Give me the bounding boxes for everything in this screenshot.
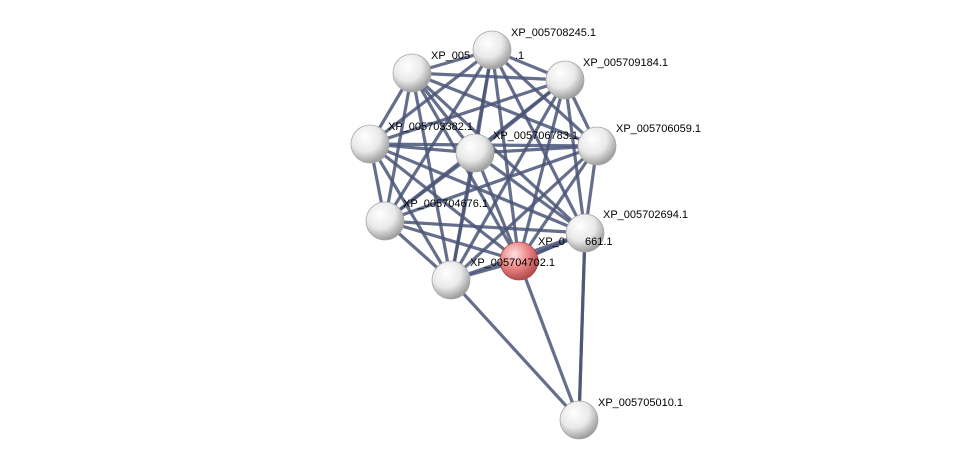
- node-n_676[interactable]: [365, 201, 405, 241]
- node-n_702[interactable]: [499, 241, 539, 281]
- node-n_010[interactable]: [559, 400, 599, 440]
- edge-n_184-n_661: [563, 78, 587, 235]
- edge-n_059-n_bottom: [449, 144, 599, 282]
- node-n_059[interactable]: [577, 126, 617, 166]
- node-label-n_694: XP_005702694.1: [603, 209, 688, 221]
- node-label-n_676: XP_005704676.1: [403, 198, 488, 210]
- node-layer: [350, 30, 617, 440]
- node-label-n_010: XP_005705010.1: [598, 397, 683, 409]
- edge-n_245-n_661: [490, 48, 587, 235]
- edge-n_245-n_702: [490, 48, 521, 263]
- node-n_184[interactable]: [545, 60, 585, 100]
- node-label-n_702: XP_005704702.1: [470, 257, 555, 269]
- edge-n_783-n_bottom: [449, 151, 477, 282]
- edge-n_top_left-n_059: [410, 71, 599, 148]
- label-layer: XP_005 .1 XP_005708245.1XP_005709184.1XP_0…: [388, 27, 701, 409]
- node-n_382[interactable]: [350, 124, 390, 164]
- node-label-n_184: XP_005709184.1: [583, 57, 668, 69]
- edge-n_676-n_702: [383, 219, 521, 263]
- edge-n_783-n_702: [473, 151, 521, 263]
- edge-n_059-n_676: [383, 144, 599, 223]
- node-label-n_783: XP_005706783.1: [493, 130, 578, 142]
- edge-n_059-n_702: [517, 144, 599, 263]
- edge-n_676-n_661: [383, 219, 587, 235]
- edge-n_783-n_059: [473, 144, 599, 155]
- edge-n_184-n_382: [368, 78, 567, 146]
- node-label-n_top_left: XP_005: [431, 50, 470, 62]
- node-label-n_059: XP_005706059.1: [616, 123, 701, 135]
- edge-layer: [368, 48, 599, 422]
- node-n_694[interactable]: [565, 213, 605, 253]
- node-n_bottom[interactable]: [431, 260, 471, 300]
- node-label-tail-n_661: 661.1: [585, 236, 613, 248]
- node-label-n_661: XP_0: [538, 236, 565, 248]
- edge-n_bottom-n_010: [449, 278, 581, 422]
- node-n_245[interactable]: [472, 30, 512, 70]
- edge-n_245-n_676: [383, 48, 494, 223]
- edge-n_702-n_010: [517, 259, 581, 422]
- node-n_783[interactable]: [455, 133, 495, 173]
- node-label-n_245: XP_005708245.1: [511, 27, 596, 39]
- node-label-n_382: XP_005703382.1: [388, 121, 473, 133]
- edge-n_245-n_382: [368, 48, 494, 146]
- node-label-tail-n_top_left: .1: [515, 50, 524, 62]
- edge-n_694-n_010: [577, 231, 587, 422]
- node-n_top_left[interactable]: [392, 53, 432, 93]
- edge-n_783-n_661: [473, 151, 587, 235]
